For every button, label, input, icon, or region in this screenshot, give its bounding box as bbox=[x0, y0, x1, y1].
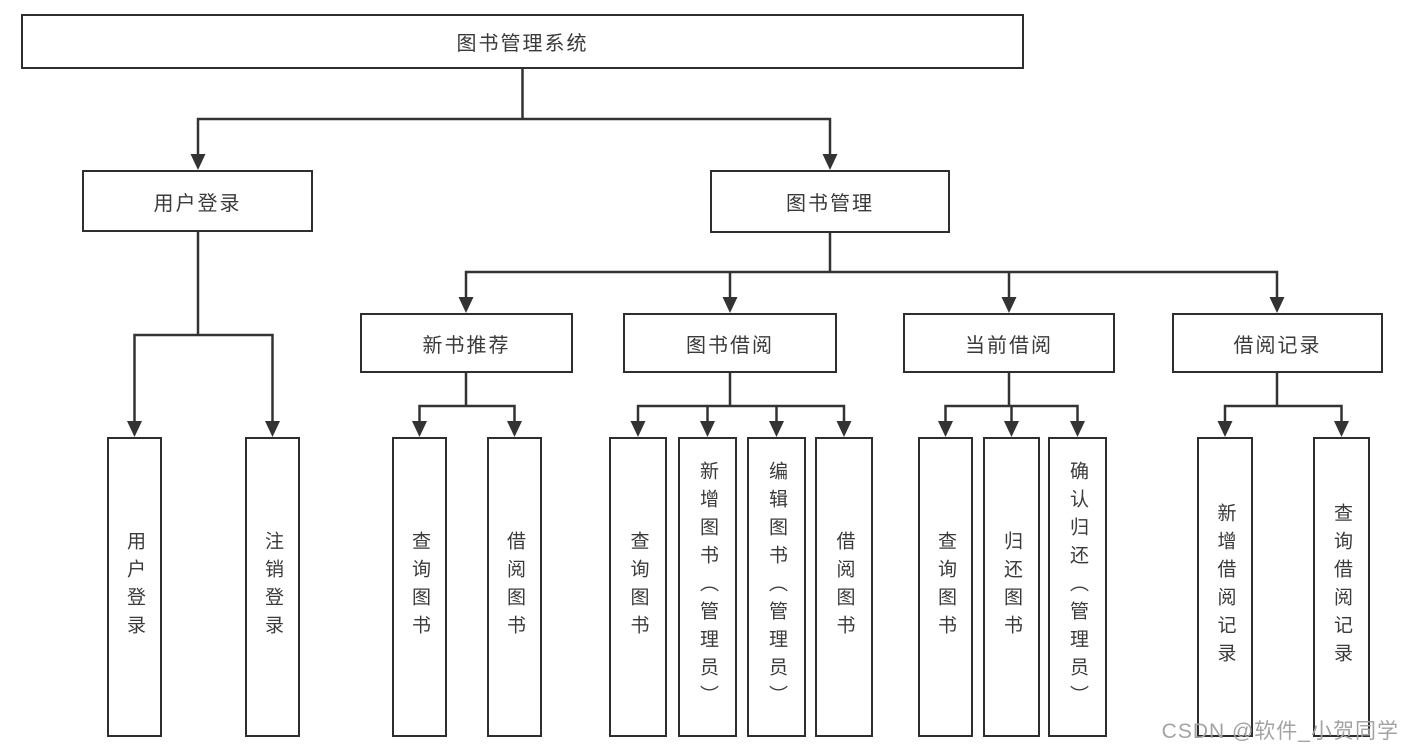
leaf-query-books-current-label: 查询图书 bbox=[935, 531, 956, 643]
leaf-user-login: 用户登录 bbox=[107, 437, 162, 737]
leaf-borrow-books: 借阅图书 bbox=[815, 437, 873, 737]
leaf-logout-label: 注销登录 bbox=[262, 531, 283, 643]
leaf-borrow-books-recommend-label: 借阅图书 bbox=[504, 531, 525, 643]
leaf-query-borrow-record: 查询借阅记录 bbox=[1313, 437, 1370, 737]
leaf-confirm-return-admin-label: 确认归还（管理员） bbox=[1067, 461, 1088, 713]
leaf-query-books-recommend-label: 查询图书 bbox=[409, 531, 430, 643]
node-book-borrow-label: 图书借阅 bbox=[686, 334, 774, 357]
leaf-edit-books-admin: 编辑图书（管理员） bbox=[747, 437, 806, 737]
node-user-login-label: 用户登录 bbox=[153, 192, 242, 215]
leaf-logout: 注销登录 bbox=[245, 437, 300, 737]
node-root: 图书管理系统 bbox=[21, 14, 1024, 69]
node-root-label: 图书管理系统 bbox=[456, 33, 589, 55]
node-current-borrow-label: 当前借阅 bbox=[965, 334, 1053, 357]
csdn-watermark: CSDN @软件_小贺同学 bbox=[1161, 720, 1399, 743]
leaf-confirm-return-admin: 确认归还（管理员） bbox=[1048, 437, 1107, 737]
leaf-borrow-books-recommend: 借阅图书 bbox=[487, 437, 542, 737]
node-borrow-record: 借阅记录 bbox=[1172, 313, 1383, 373]
leaf-return-books-label: 归还图书 bbox=[1001, 531, 1022, 643]
node-user-login: 用户登录 bbox=[82, 170, 313, 232]
leaf-return-books: 归还图书 bbox=[983, 437, 1040, 737]
leaf-add-borrow-record-label: 新增借阅记录 bbox=[1214, 503, 1236, 671]
leaf-user-login-label: 用户登录 bbox=[124, 531, 145, 643]
leaf-borrow-books-label: 借阅图书 bbox=[833, 531, 855, 643]
node-book-management-label: 图书管理 bbox=[786, 193, 874, 215]
leaf-query-borrow-record-label: 查询借阅记录 bbox=[1331, 503, 1352, 671]
leaf-query-books-borrow-label: 查询图书 bbox=[627, 531, 649, 643]
leaf-query-books-current: 查询图书 bbox=[918, 437, 973, 737]
node-new-book-recommend: 新书推荐 bbox=[360, 313, 573, 373]
connector-segments bbox=[133, 69, 1343, 423]
leaf-edit-books-admin-label: 编辑图书（管理员） bbox=[766, 461, 787, 713]
leaf-add-borrow-record: 新增借阅记录 bbox=[1197, 437, 1253, 737]
leaf-add-books-admin: 新增图书（管理员） bbox=[678, 437, 737, 737]
node-book-management: 图书管理 bbox=[710, 170, 950, 233]
leaf-add-books-admin-label: 新增图书（管理员） bbox=[697, 461, 718, 713]
node-new-book-recommend-label: 新书推荐 bbox=[422, 334, 511, 357]
leaf-query-books-borrow: 查询图书 bbox=[609, 437, 667, 737]
leaf-query-books-recommend: 查询图书 bbox=[392, 437, 447, 737]
node-current-borrow: 当前借阅 bbox=[903, 313, 1115, 373]
node-borrow-record-label: 借阅记录 bbox=[1233, 334, 1322, 357]
node-book-borrow: 图书借阅 bbox=[623, 313, 837, 373]
